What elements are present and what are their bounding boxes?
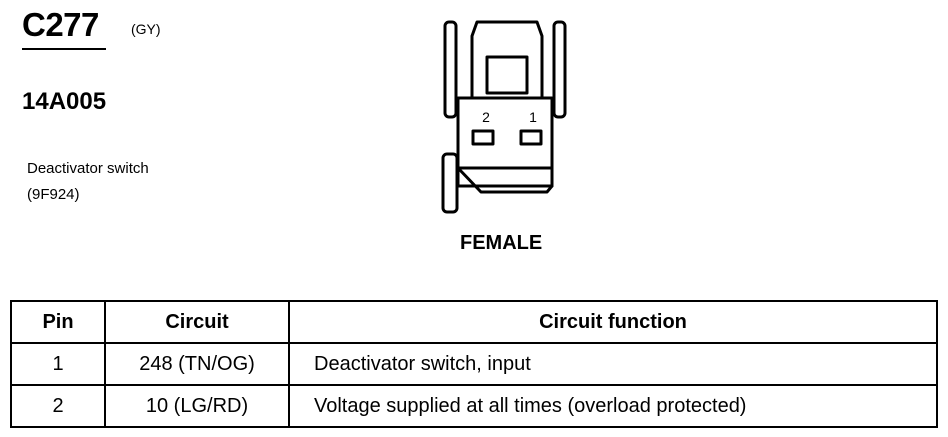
pin-label: 2 [482, 109, 490, 125]
pin-label: 1 [529, 109, 537, 125]
pin-cavity-2 [471, 129, 495, 146]
column-header-pin: Pin [10, 300, 106, 344]
connector-face-diagram: 2 1 [441, 20, 567, 214]
function-cell: Deactivator switch, input [288, 342, 938, 386]
right-latch [552, 20, 567, 119]
left-latch [443, 20, 458, 119]
column-header-circuit: Circuit [104, 300, 290, 344]
side-tab [441, 152, 459, 214]
top-lock-tab [470, 20, 544, 100]
column-header-function: Circuit function [288, 300, 938, 344]
circuit-cell: 10 (LG/RD) [104, 384, 290, 428]
table-row: 2 10 (LG/RD) Voltage supplied at all tim… [10, 384, 938, 428]
circuit-cell: 248 (TN/OG) [104, 342, 290, 386]
table-row: 1 248 (TN/OG) Deactivator switch, input [10, 342, 938, 386]
connector-id-underline [22, 48, 106, 50]
connector-body [456, 96, 554, 188]
function-cell: Voltage supplied at all times (overload … [288, 384, 938, 428]
component-description: Deactivator switch [27, 160, 149, 177]
table-header-row: Pin Circuit Circuit function [10, 300, 938, 344]
connector-chamfer [456, 166, 554, 194]
connector-gender-label: FEMALE [460, 232, 543, 254]
pin-cavity-1 [519, 129, 543, 146]
part-number: 14A005 [22, 88, 107, 115]
component-part-code: (9F924) [27, 186, 80, 203]
pin-cell: 1 [10, 342, 106, 386]
connector-id: C277 [22, 6, 99, 43]
pin-cell: 2 [10, 384, 106, 428]
pin-table: Pin Circuit Circuit function 1 248 (TN/O… [10, 300, 938, 428]
lock-window [485, 55, 529, 95]
connector-color-code: (GY) [131, 21, 161, 37]
